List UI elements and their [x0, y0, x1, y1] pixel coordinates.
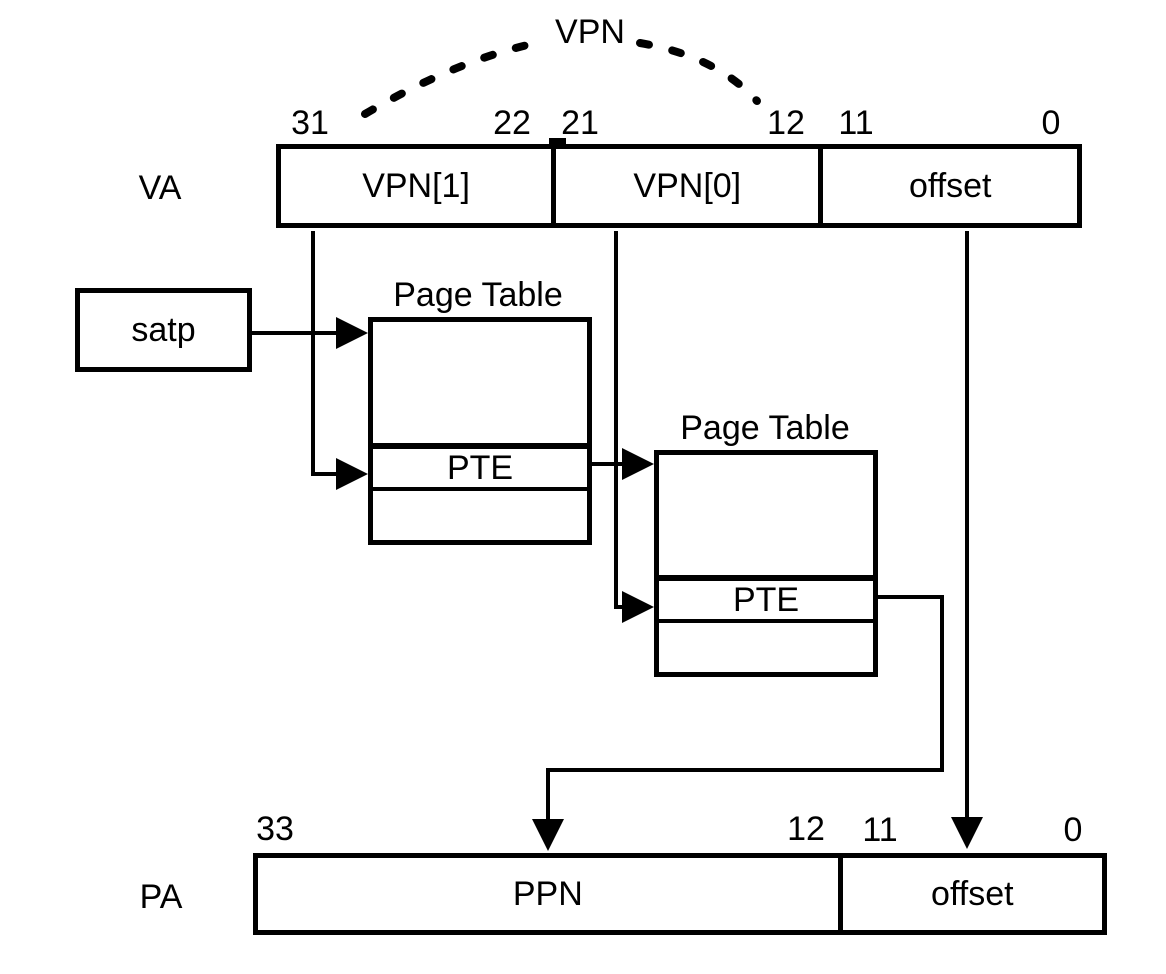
va-field-vpn0: VPN[0] — [551, 149, 818, 223]
satp-arrow — [252, 317, 368, 349]
va-bit-31: 31 — [291, 104, 329, 142]
offset-arrowhead-icon — [951, 817, 983, 849]
va-field-vpn1: VPN[1] — [362, 166, 470, 205]
pa-box: PPN offset — [253, 853, 1107, 935]
vpn1-index-arrow — [311, 231, 368, 490]
satp-arrowhead-icon — [336, 317, 368, 349]
va-bit-12: 12 — [767, 104, 805, 142]
vpn1-arrowhead-icon — [336, 458, 368, 490]
va-row-label: VA — [138, 169, 182, 207]
vpn-brace-right-dashes — [636, 39, 761, 105]
vpn-brace-label: VPN — [555, 13, 625, 51]
pa-bit-11: 11 — [862, 811, 898, 849]
page-table-2-bottom-entries — [659, 623, 873, 672]
ppn-arrowhead-icon — [532, 819, 564, 851]
pa-bit-0: 0 — [1063, 811, 1083, 849]
va-box: VPN[1] VPN[0] offset — [276, 144, 1082, 228]
va-bit-0: 0 — [1041, 104, 1061, 142]
page-table-1-top-entries — [373, 322, 587, 443]
page-table-1-bottom-entries — [373, 491, 587, 540]
pa-bit-12: 12 — [787, 810, 825, 848]
page-table-2-pte-label: PTE — [732, 580, 800, 619]
pa-bit-33: 33 — [256, 810, 294, 848]
vpn0-arrowhead-icon — [622, 591, 654, 623]
page-table-2-pte-row: PTE — [659, 575, 873, 623]
vpn0-index-arrow — [614, 231, 654, 623]
page-table-2-top-entries — [659, 455, 873, 575]
va-bit-11: 11 — [838, 104, 874, 142]
pte1-arrowhead-icon — [622, 448, 654, 480]
page-table-2: PTE — [654, 450, 878, 677]
satp-box: satp — [75, 288, 252, 372]
page-table-1: PTE — [368, 317, 592, 545]
page-table-1-pte-label: PTE — [446, 448, 514, 487]
page-table-1-title: Page Table — [393, 276, 563, 314]
pa-field-ppn: PPN — [512, 874, 583, 913]
offset-passthrough-arrow — [951, 231, 983, 849]
page-table-2-title: Page Table — [680, 409, 850, 447]
va-bit-21: 21 — [561, 104, 599, 142]
pa-row-label: PA — [139, 878, 183, 916]
page-table-1-pte-row: PTE — [373, 443, 587, 491]
va-bit-22: 22 — [493, 104, 531, 142]
pte1-to-pagetable2-arrow — [592, 448, 654, 480]
va-field-offset: offset — [818, 149, 1077, 223]
pa-field-offset: offset — [837, 858, 1102, 930]
satp-label: satp — [131, 310, 196, 349]
